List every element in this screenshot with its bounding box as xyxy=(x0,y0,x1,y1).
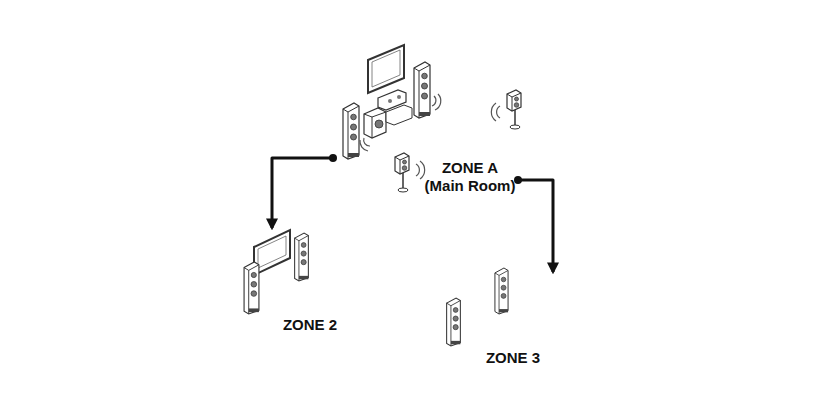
zone-label: ZONE 2 xyxy=(283,316,337,334)
zone-label-group: ZONE 3 xyxy=(486,349,540,367)
signal-arrow xyxy=(272,154,337,228)
arrow-line xyxy=(272,158,333,228)
signal-arrow xyxy=(514,176,553,272)
room-zone: ZONE A(Main Room) xyxy=(310,40,597,235)
room-zone: ZONE 3 xyxy=(420,228,607,383)
arrow-origin-dot xyxy=(329,154,337,162)
zone-label-group: ZONE 2 xyxy=(283,316,337,334)
room-outline xyxy=(310,40,597,235)
room-zone: ZONE 2 xyxy=(230,193,395,345)
zone-label: ZONE 3 xyxy=(486,349,540,367)
zone-label: ZONE A xyxy=(442,159,498,177)
zone-label-group: ZONE A(Main Room) xyxy=(425,159,516,195)
arrow-line xyxy=(518,180,553,272)
zone-label: (Main Room) xyxy=(425,177,516,195)
